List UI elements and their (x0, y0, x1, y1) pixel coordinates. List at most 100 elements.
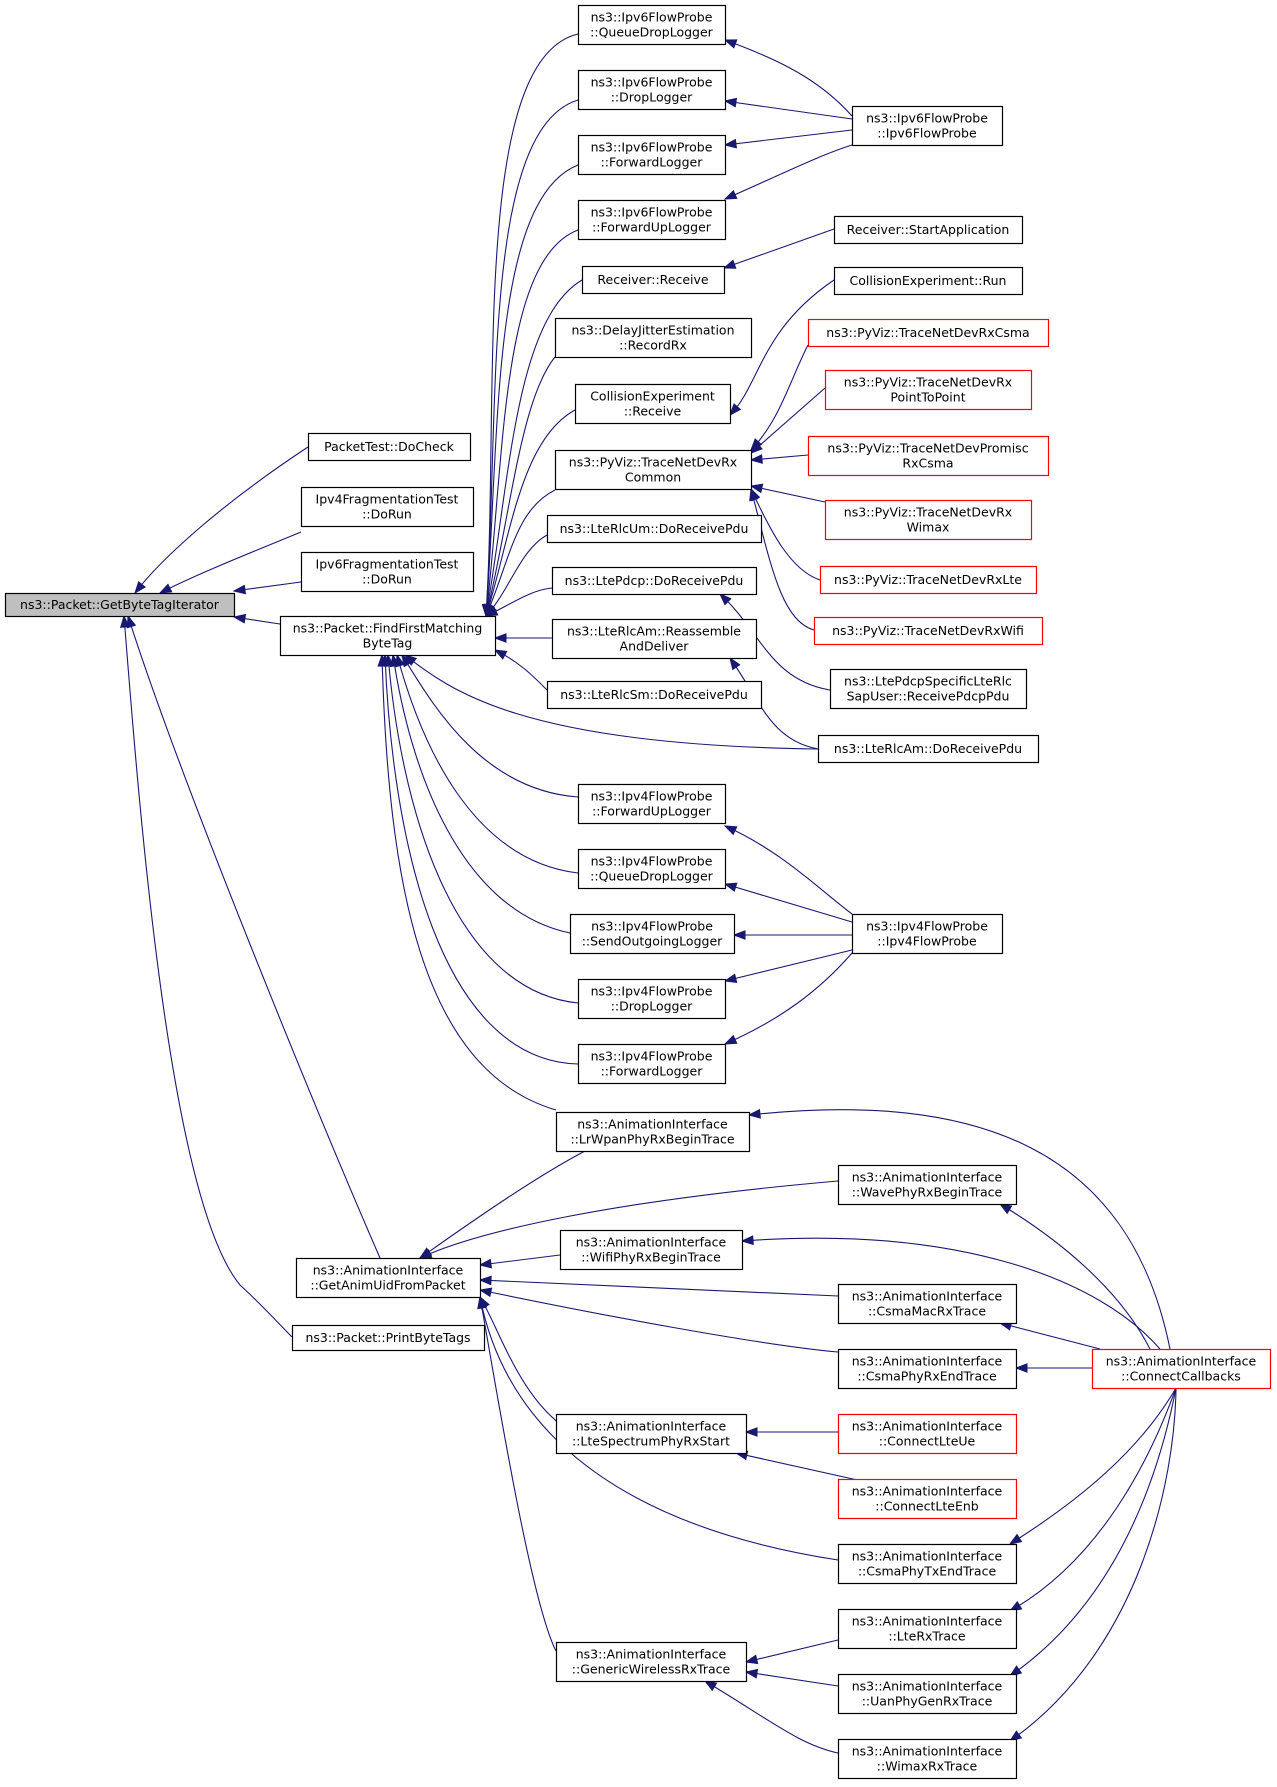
node-label: ::Ipv4FlowProbe (877, 934, 977, 949)
node-n27[interactable]: CollisionExperiment::Run (833, 266, 1024, 296)
node-n44[interactable]: ns3::AnimationInterface::ConnectCallback… (1091, 1348, 1272, 1390)
node-n8[interactable]: ns3::Ipv6FlowProbe::DropLogger (577, 69, 727, 111)
node-box (837, 1673, 1018, 1715)
node-label: ns3::LteRlcUm::DoReceivePdu (560, 521, 749, 536)
node-n35[interactable]: ns3::LteRlcAm::DoReceivePdu (817, 734, 1040, 764)
node-n10[interactable]: ns3::Ipv6FlowProbe::ForwardUpLogger (577, 199, 727, 241)
arrowhead (478, 1287, 493, 1298)
edge-n44-to-n39 (999, 1322, 1101, 1350)
node-box (807, 435, 1050, 477)
node-n13[interactable]: CollisionExperiment::Receive (574, 383, 732, 425)
edge-n36-to-n22 (724, 949, 853, 982)
node-n12[interactable]: ns3::DelayJitterEstimation::RecordRx (554, 317, 753, 359)
node-label: ns3::Ipv4FlowProbe (591, 984, 713, 999)
node-label: ns3::Ipv4FlowProbe (591, 1049, 713, 1064)
node-n43[interactable]: ns3::AnimationInterface::GenericWireless… (555, 1641, 748, 1683)
node-n26[interactable]: Receiver::StartApplication (833, 215, 1024, 245)
edge-n38-to-n5 (479, 1254, 561, 1266)
node-box (559, 1229, 744, 1271)
arrowhead (493, 633, 507, 643)
node-label: ::ForwardLogger (601, 1064, 704, 1079)
node-n16[interactable]: ns3::LtePdcp::DoReceivePdu (551, 566, 758, 596)
node-n49[interactable]: ns3::AnimationInterface::WimaxRxTrace (837, 1738, 1018, 1780)
arrowhead (747, 1108, 761, 1119)
edge-n33-to-n14 (750, 488, 815, 631)
edge-n10-to-n4 (485, 229, 579, 617)
node-box (569, 913, 736, 955)
node-label: ns3::PyViz::TraceNetDevPromisc (827, 441, 1028, 456)
node-label: ::DoRun (362, 507, 412, 522)
node-box (837, 1348, 1018, 1390)
node-n42[interactable]: ns3::AnimationInterface::CsmaPhyTxEndTra… (837, 1543, 1018, 1585)
node-n6[interactable]: ns3::Packet::PrintByteTags (291, 1324, 486, 1352)
edge-n29-to-n14 (750, 387, 826, 454)
node-box (574, 383, 732, 425)
node-n7[interactable]: ns3::Ipv6FlowProbe::QueueDropLogger (577, 4, 727, 46)
node-n23[interactable]: ns3::Ipv4FlowProbe::ForwardLogger (577, 1043, 727, 1085)
node-n11[interactable]: Receiver::Receive (581, 265, 726, 295)
node-n3[interactable]: Ipv6FragmentationTest::DoRun (300, 551, 475, 593)
node-label: ns3::Packet::GetByteTagIterator (20, 597, 220, 612)
node-n24[interactable]: ns3::AnimationInterface::LrWpanPhyRxBegi… (555, 1111, 751, 1153)
node-box (1091, 1348, 1272, 1390)
node-n41[interactable]: ns3::AnimationInterface::LteSpectrumPhyR… (555, 1413, 748, 1455)
node-box (819, 565, 1038, 595)
node-n15[interactable]: ns3::LteRlcUm::DoReceivePdu (546, 514, 763, 544)
node-label: ns3::Ipv6FlowProbe (591, 140, 713, 155)
edge-n25-to-n7 (724, 39, 853, 117)
node-label: SapUser::ReceivePdcpPdu (847, 689, 1010, 704)
edge-n41-to-n5 (479, 1296, 571, 1432)
node-box (295, 1257, 482, 1299)
node-label: ns3::Packet::PrintByteTags (305, 1330, 470, 1345)
node-n21[interactable]: ns3::Ipv4FlowProbe::SendOutgoingLogger (569, 913, 736, 955)
node-label: ns3::PyViz::TraceNetDevRx (844, 505, 1012, 520)
node-box (577, 1043, 727, 1085)
arrowhead (718, 593, 732, 606)
node-label: ns3::LteRlcSm::DoReceivePdu (560, 687, 748, 702)
node-label: ::ForwardUpLogger (592, 220, 712, 235)
node-label: Wimax (907, 520, 950, 535)
node-n19[interactable]: ns3::Ipv4FlowProbe::ForwardUpLogger (577, 783, 727, 825)
node-label: ns3::LtePdcp::DoReceivePdu (565, 573, 744, 588)
arrowhead (749, 483, 764, 494)
node-n34[interactable]: ns3::LtePdcpSpecificLteRlcSapUser::Recei… (829, 668, 1028, 710)
node-n1[interactable]: PacketTest::DoCheck (307, 432, 472, 462)
node-label: ns3::LtePdcpSpecificLteRlc (844, 674, 1012, 689)
edge-n44-to-n49 (1009, 1387, 1177, 1742)
node-n47[interactable]: ns3::AnimationInterface::LteRxTrace (837, 1608, 1018, 1650)
node-label: ns3::AnimationInterface (577, 1117, 728, 1132)
arrowhead (703, 1680, 718, 1692)
node-box (546, 514, 763, 544)
node-n20[interactable]: ns3::Ipv4FlowProbe::QueueDropLogger (577, 848, 727, 890)
node-label: ns3::Ipv6FlowProbe (591, 75, 713, 90)
node-n5[interactable]: ns3::AnimationInterface::GetAnimUidFromP… (295, 1257, 482, 1299)
node-n38[interactable]: ns3::AnimationInterface::WifiPhyRxBeginT… (559, 1229, 744, 1271)
arrowhead (723, 1034, 738, 1045)
node-n18[interactable]: ns3::LteRlcSm::DoReceivePdu (546, 680, 763, 710)
node-n48[interactable]: ns3::AnimationInterface::UanPhyGenRxTrac… (837, 1673, 1018, 1715)
node-n40[interactable]: ns3::AnimationInterface::CsmaPhyRxEndTra… (837, 1348, 1018, 1390)
node-n33[interactable]: ns3::PyViz::TraceNetDevRxWifi (813, 616, 1044, 646)
node-n46[interactable]: ns3::AnimationInterface::ConnectLteEnb (837, 1478, 1018, 1520)
node-label: RxCsma (902, 456, 953, 471)
node-n45[interactable]: ns3::AnimationInterface::ConnectLteUe (837, 1413, 1018, 1455)
node-n32[interactable]: ns3::PyViz::TraceNetDevRxLte (819, 565, 1038, 595)
node-n39[interactable]: ns3::AnimationInterface::CsmaMacRxTrace (837, 1283, 1018, 1325)
node-n36[interactable]: ns3::Ipv4FlowProbe::Ipv4FlowProbe (851, 913, 1004, 955)
node-n22[interactable]: ns3::Ipv4FlowProbe::DropLogger (577, 978, 727, 1020)
node-n28[interactable]: ns3::PyViz::TraceNetDevRxCsma (807, 318, 1050, 348)
node-n0[interactable]: ns3::Packet::GetByteTagIterator (4, 592, 236, 618)
node-n9[interactable]: ns3::Ipv6FlowProbe::ForwardLogger (577, 134, 727, 176)
node-n2[interactable]: Ipv4FragmentationTest::DoRun (300, 486, 475, 528)
node-n37[interactable]: ns3::AnimationInterface::WavePhyRxBeginT… (837, 1164, 1018, 1206)
edges (123, 33, 1177, 1754)
arrowhead (723, 973, 738, 984)
node-n25[interactable]: ns3::Ipv6FlowProbe::Ipv6FlowProbe (851, 105, 1004, 147)
